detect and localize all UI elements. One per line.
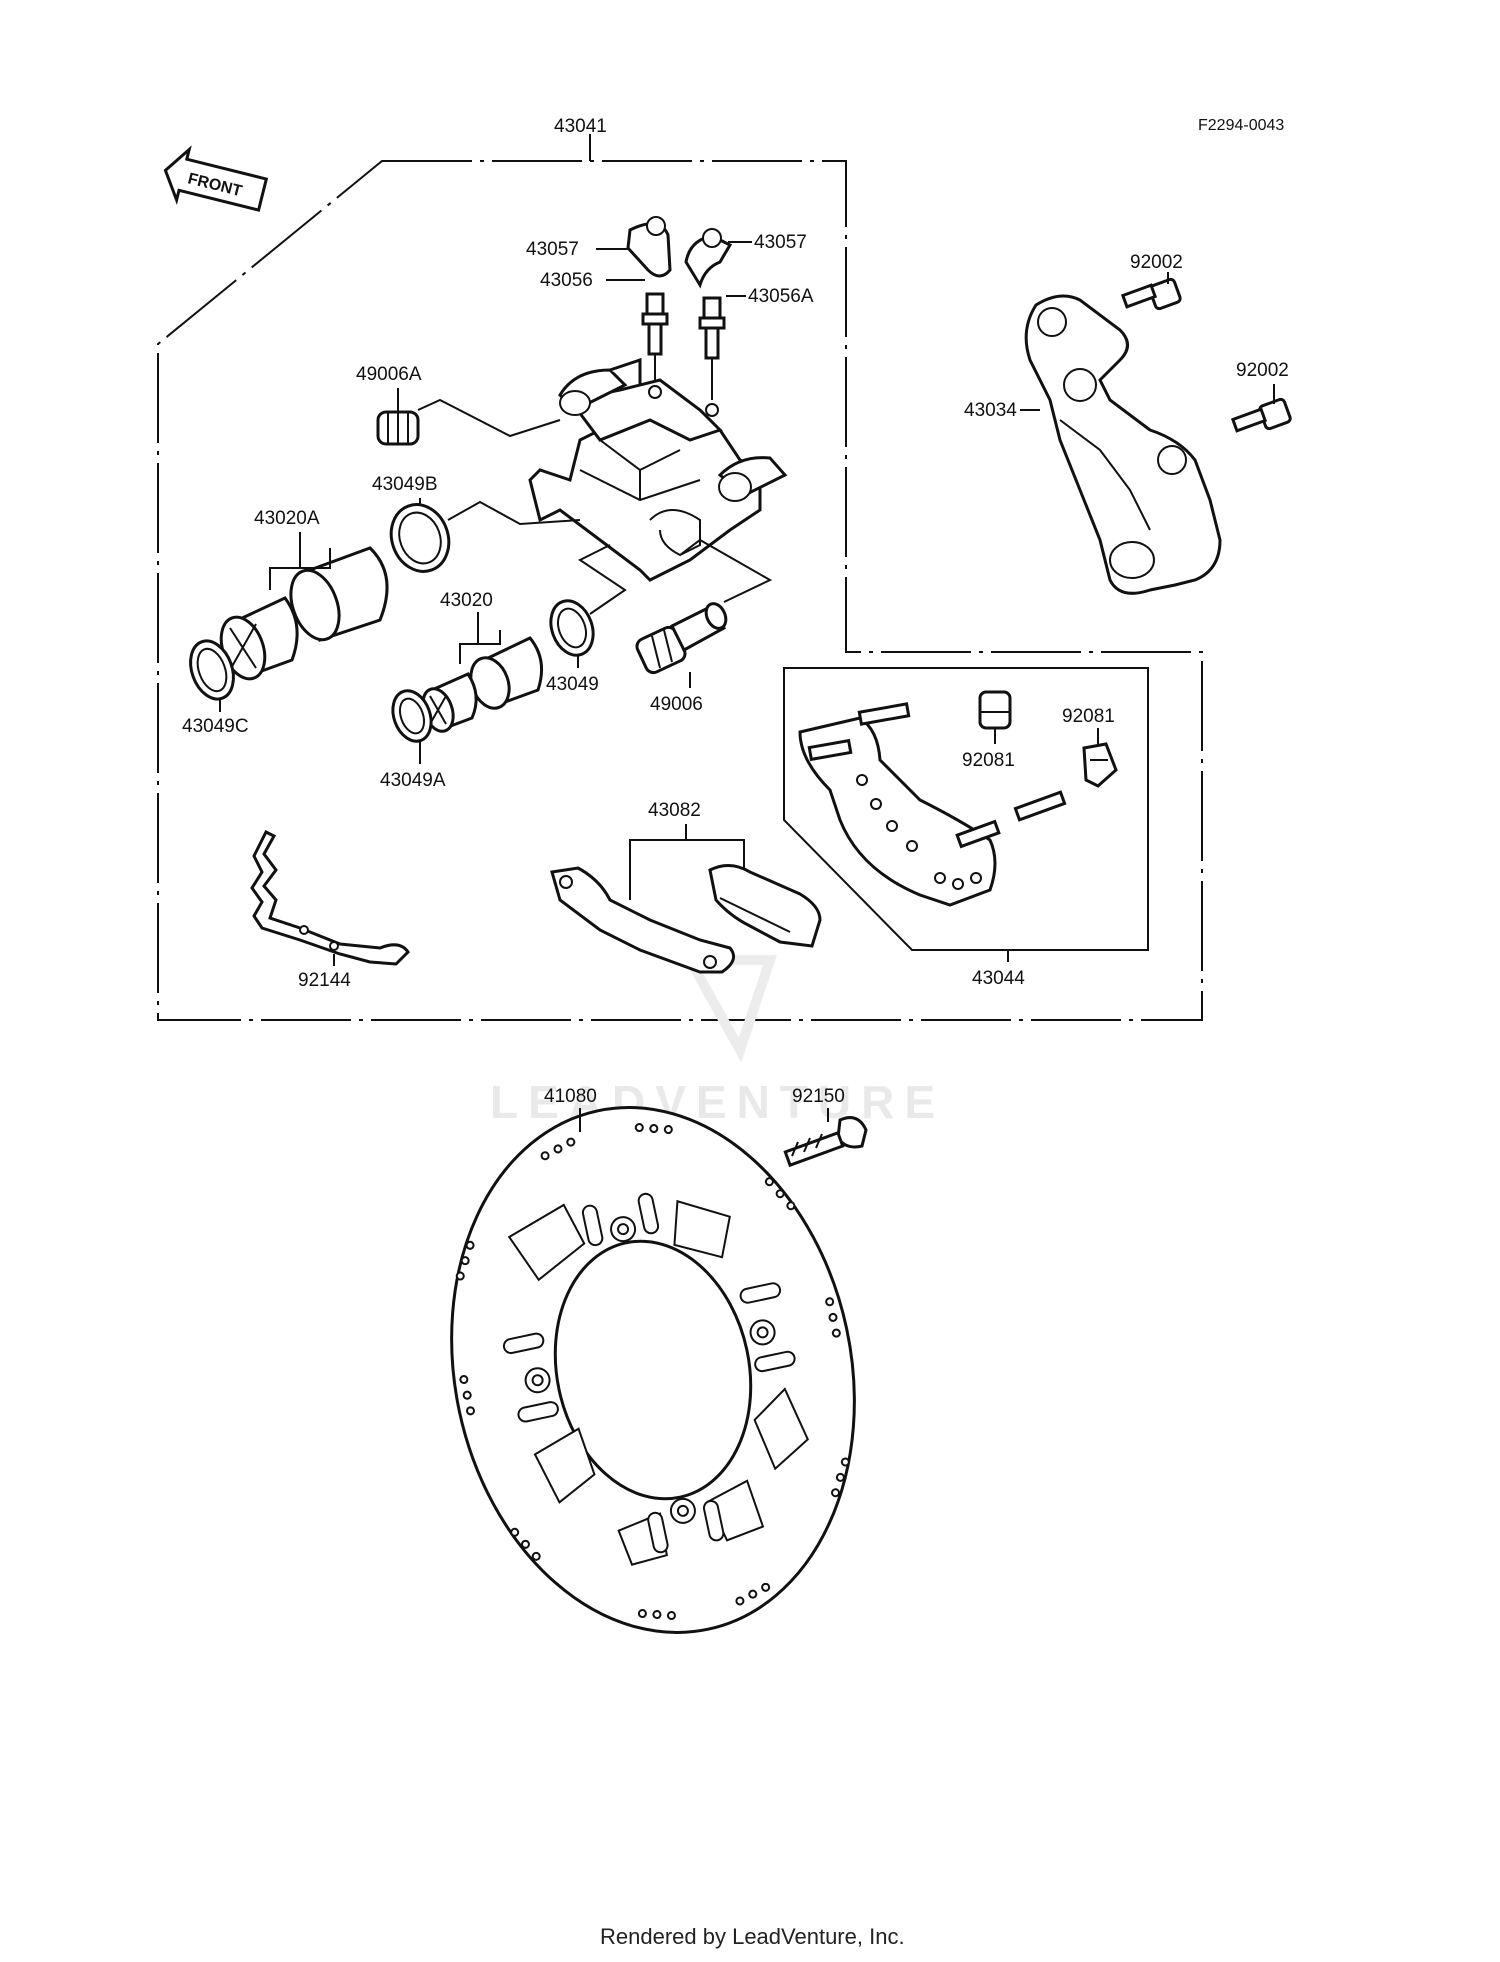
label-43049: 43049 bbox=[546, 674, 599, 695]
label-92144: 92144 bbox=[298, 970, 351, 991]
label-92150: 92150 bbox=[792, 1086, 845, 1107]
label-41080: 41080 bbox=[544, 1086, 597, 1107]
footer-credit: Rendered by LeadVenture, Inc. bbox=[600, 1924, 905, 1949]
caliper-kit-boundary bbox=[157, 160, 1203, 1021]
label-92081-left: 92081 bbox=[962, 750, 1015, 771]
bolt-92150 bbox=[783, 1116, 868, 1168]
label-43041: 43041 bbox=[554, 116, 607, 137]
caliper-body bbox=[528, 357, 788, 582]
bleeder-valve-left bbox=[641, 292, 669, 356]
leader-43020 bbox=[459, 630, 501, 664]
bleeder-cap-right bbox=[684, 228, 733, 289]
label-49006: 49006 bbox=[650, 694, 703, 715]
boot-49006A bbox=[376, 410, 420, 446]
pin-49006 bbox=[635, 602, 728, 675]
label-92002-mid: 92002 bbox=[1236, 360, 1289, 381]
label-43034: 43034 bbox=[964, 400, 1017, 421]
pad-43082 bbox=[708, 864, 822, 948]
bracket-43034 bbox=[1024, 294, 1222, 595]
brake-disc-41080 bbox=[450, 1106, 856, 1634]
label-43020A: 43020A bbox=[254, 508, 320, 529]
leader-49006A bbox=[417, 398, 561, 438]
label-43057-right: 43057 bbox=[754, 232, 807, 253]
front-arrow-icon: FRONT bbox=[163, 145, 269, 212]
label-43082: 43082 bbox=[648, 800, 701, 821]
holder-43044 bbox=[798, 702, 1067, 907]
label-43049A: 43049A bbox=[380, 770, 446, 791]
label-92002-top: 92002 bbox=[1130, 252, 1183, 273]
bleeder-cap-left bbox=[626, 216, 672, 278]
bleeder-valve-right bbox=[698, 296, 726, 360]
watermark-text: LEADVENTURE bbox=[490, 1076, 945, 1128]
label-43020: 43020 bbox=[440, 590, 493, 611]
label-43049B: 43049B bbox=[372, 474, 438, 495]
piston-43020A bbox=[219, 546, 389, 681]
label-92081-right: 92081 bbox=[1062, 706, 1115, 727]
label-43056: 43056 bbox=[540, 270, 593, 291]
holder-box bbox=[783, 667, 1149, 951]
pad-shim-43082 bbox=[550, 866, 736, 974]
piston-43020 bbox=[421, 636, 544, 733]
label-43049C: 43049C bbox=[182, 716, 249, 737]
bolt-92002-top bbox=[1120, 277, 1182, 311]
label-49006A: 49006A bbox=[356, 364, 422, 385]
label-43057-left: 43057 bbox=[526, 239, 579, 260]
clip-92081 bbox=[1082, 742, 1118, 788]
plate-92144 bbox=[250, 829, 410, 966]
figure-code: F2294-0043 bbox=[1198, 117, 1284, 134]
label-43056A: 43056A bbox=[748, 286, 814, 307]
bolt-92002-mid bbox=[1230, 397, 1292, 433]
label-43044: 43044 bbox=[972, 968, 1025, 989]
spring-92081 bbox=[978, 690, 1012, 730]
